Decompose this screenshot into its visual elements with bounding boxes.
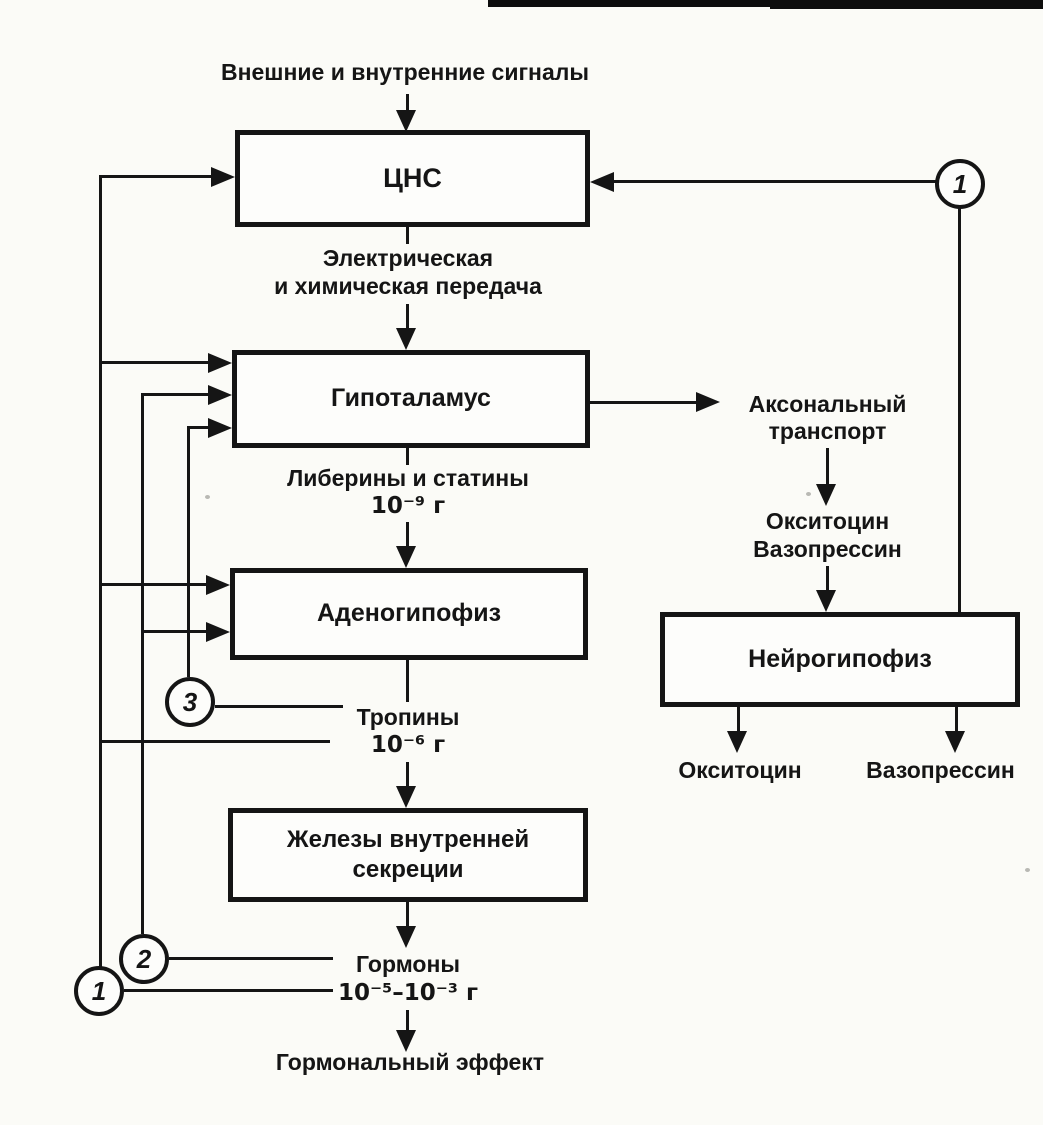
scan-speck xyxy=(1025,868,1030,872)
connector-hypothalamus-down xyxy=(406,448,409,465)
arrow-to-oxytocin-out-head xyxy=(727,731,747,753)
scan-speck xyxy=(806,492,811,496)
feedback2-to-hypothalamus-head xyxy=(208,385,232,405)
feedback-marker-2-label: 2 xyxy=(136,943,152,974)
arrow-feedback1-into-cns-head xyxy=(590,172,614,192)
feedback-marker-1-top: 1 xyxy=(935,159,985,209)
feedback1-to-adenohypophysis-shaft xyxy=(99,583,207,586)
feedback2-tap-line xyxy=(169,957,333,960)
tropins-dose-label: 10⁻⁶ г xyxy=(370,732,446,758)
feedback-marker-3-label: 3 xyxy=(182,686,198,717)
feedback3-to-hypothalamus-shaft xyxy=(187,426,211,429)
liberins-label: Либерины и статины xyxy=(287,465,529,491)
arrow-to-hormones-shaft xyxy=(406,902,409,928)
cns-box: ЦНС xyxy=(235,130,590,227)
arrow-to-neurohypophysis-head xyxy=(816,590,836,612)
feedback-tropins-tap-line xyxy=(99,740,330,743)
transmission-label-line1: Электрическая xyxy=(322,245,494,271)
endocrine-glands-label-line2: секреции xyxy=(352,856,464,883)
hypothalamus-box: Гипоталамус xyxy=(232,350,590,448)
arrow-to-hypothalamus-head xyxy=(396,328,416,350)
feedback1-left-vertical xyxy=(99,175,102,968)
arrow-to-axonal-transport-shaft xyxy=(590,401,698,404)
feedback2-to-adenohypophysis-shaft xyxy=(141,630,207,633)
feedback1-top-line xyxy=(612,180,938,183)
arrow-signals-to-cns-head xyxy=(396,110,416,132)
hormones-dose-label: 10⁻⁵–10⁻³ г xyxy=(338,980,478,1006)
scan-speck xyxy=(205,495,210,499)
scan-artifact-bar xyxy=(488,0,1043,7)
liberins-dose-label: 10⁻⁹ г xyxy=(370,493,446,519)
arrow-to-axonal-transport-head xyxy=(696,392,720,412)
axonal-transport-label-line2: транспорт xyxy=(768,418,887,444)
arrow-to-glands-head xyxy=(396,786,416,808)
feedback-marker-3: 3 xyxy=(165,677,215,727)
arrow-to-glands-shaft xyxy=(406,762,409,788)
hormonal-effect-label: Гормональный эффект xyxy=(275,1049,545,1075)
tropins-label: Тропины xyxy=(356,704,460,730)
endocrine-glands-label-line1: Железы внутренней xyxy=(286,826,530,853)
signals-label: Внешние и внутренние сигналы xyxy=(221,59,589,85)
arrow-to-vasopressin-out-shaft xyxy=(955,707,958,733)
connector-adenohypophysis-down xyxy=(406,660,409,702)
endocrine-glands-box: Железы внутренней секреции xyxy=(228,808,588,902)
axonal-transport-label-line1: Аксональный xyxy=(748,391,907,417)
feedback2-to-adenohypophysis-head xyxy=(206,622,230,642)
arrow-to-effect-head xyxy=(396,1030,416,1052)
arrow-to-neurohormones-head xyxy=(816,484,836,506)
feedback-marker-2: 2 xyxy=(119,934,169,984)
arrow-to-effect-shaft xyxy=(406,1010,409,1032)
arrow-to-vasopressin-out-head xyxy=(945,731,965,753)
arrow-signals-to-cns-shaft xyxy=(406,94,409,114)
vasopressin-mid-label: Вазопрессин xyxy=(753,536,902,562)
feedback-marker-1-bottom-label: 1 xyxy=(91,975,107,1006)
feedback3-vertical xyxy=(187,426,190,677)
neurohypophysis-box-label: Нейрогипофиз xyxy=(748,644,932,673)
neurohypophysis-box: Нейрогипофиз xyxy=(660,612,1020,707)
vasopressin-out-label: Вазопрессин xyxy=(866,757,1015,783)
arrow-to-hormones-head xyxy=(396,926,416,948)
adenohypophysis-box-label: Аденогипофиз xyxy=(316,599,502,628)
feedback1-to-hypothalamus-shaft xyxy=(99,361,209,364)
arrow-to-adenohypophysis-head xyxy=(396,546,416,568)
feedback2-vertical xyxy=(141,393,144,934)
feedback1-to-adenohypophysis-head xyxy=(206,575,230,595)
feedback1-tap-line xyxy=(124,989,333,992)
oxytocin-mid-label: Окситоцин xyxy=(765,508,890,534)
feedback1-to-cns-head xyxy=(211,167,235,187)
feedback2-to-hypothalamus-shaft xyxy=(141,393,211,396)
connector-cns-down xyxy=(406,227,409,244)
scan-artifact-bar xyxy=(770,6,1043,9)
feedback-marker-1-bottom: 1 xyxy=(74,966,124,1016)
feedback1-right-vertical xyxy=(958,207,961,612)
cns-box-label: ЦНС xyxy=(383,162,442,193)
hormones-label: Гормоны xyxy=(356,951,460,977)
feedback3-to-hypothalamus-head xyxy=(208,418,232,438)
feedback1-to-hypothalamus-head xyxy=(208,353,232,373)
adenohypophysis-box: Аденогипофиз xyxy=(230,568,588,660)
arrow-to-neurohypophysis-shaft xyxy=(826,566,829,592)
oxytocin-out-label: Окситоцин xyxy=(678,757,802,783)
feedback3-tap-line xyxy=(215,705,343,708)
arrow-to-neurohormones-shaft xyxy=(826,448,829,486)
feedback-marker-1-top-label: 1 xyxy=(952,168,968,199)
arrow-to-adenohypophysis-shaft xyxy=(406,522,409,548)
hypothalamus-box-label: Гипоталамус xyxy=(331,384,491,413)
arrow-to-oxytocin-out-shaft xyxy=(737,707,740,733)
feedback1-to-cns-shaft xyxy=(99,175,213,178)
arrow-to-hypothalamus-shaft xyxy=(406,304,409,330)
transmission-label-line2: и химическая передача xyxy=(274,273,542,299)
